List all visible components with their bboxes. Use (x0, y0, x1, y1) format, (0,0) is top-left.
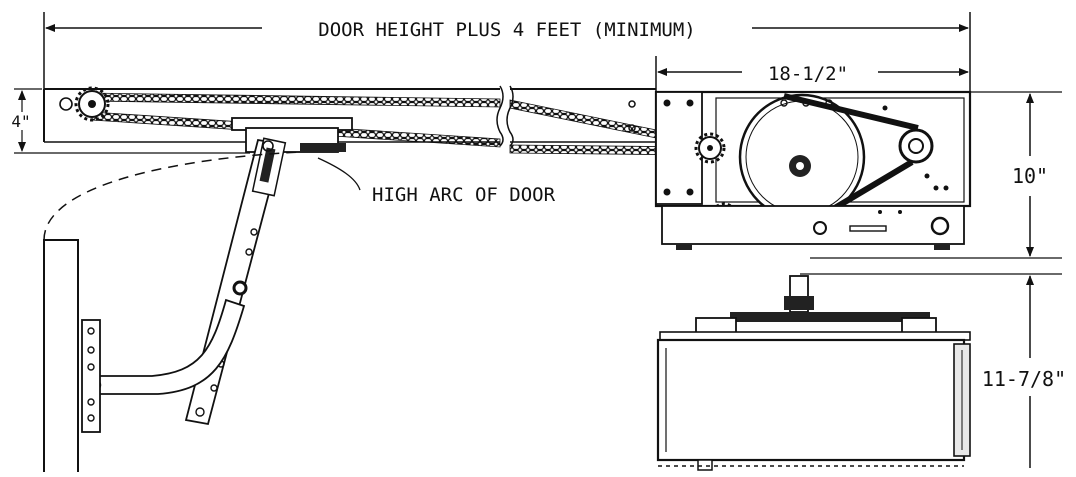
rail-height-dimension: 4" (11, 88, 250, 154)
unit-length-label: 18-1/2" (768, 63, 848, 85)
door-arm (88, 137, 287, 426)
unit-width-label: 11-7/8" (982, 367, 1066, 391)
arm-slot (259, 147, 276, 183)
end-view-belt (730, 312, 930, 322)
idler-sprocket (59, 86, 110, 122)
door-bracket (81, 319, 101, 433)
door-panel (43, 239, 79, 472)
door-height-dimension: DOOR HEIGHT PLUS 4 FEET (MINIMUM) (43, 12, 971, 94)
unit-height-label: 10" (1012, 164, 1048, 188)
door-height-label: DOOR HEIGHT PLUS 4 FEET (MINIMUM) (318, 19, 696, 41)
arm-hole (250, 228, 258, 236)
arm-hole (210, 384, 218, 392)
garage-door-section (43, 151, 301, 472)
drive-sprocket (694, 132, 726, 164)
unit-length-dimension: 18-1/2" (655, 56, 969, 92)
unit-height-dimension: 10" (810, 91, 1062, 259)
arm-bolt (232, 280, 248, 296)
rail-break-left (496, 85, 504, 147)
motor-unit-end-view (656, 275, 971, 471)
end-view-housing (656, 338, 966, 462)
rail-break-right (506, 85, 514, 147)
unit-end-plate (655, 91, 703, 205)
high-arc-callout: HIGH ARC OF DOOR (317, 157, 556, 206)
high-arc-label: HIGH ARC OF DOOR (372, 184, 556, 206)
rail-bolt (628, 100, 636, 108)
unit-base (661, 205, 965, 245)
unit-width-dimension: 11-7/8" (800, 273, 1066, 468)
arm-pivot (195, 407, 205, 417)
trolley (231, 117, 353, 153)
motor-unit-side-view (654, 90, 972, 250)
curved-arm (91, 298, 246, 395)
high-arc-path (43, 151, 301, 241)
leader-line (317, 157, 361, 191)
rail-height-label: 4" (11, 112, 30, 131)
arm-hole (245, 248, 253, 256)
motor-pulley (898, 128, 934, 164)
